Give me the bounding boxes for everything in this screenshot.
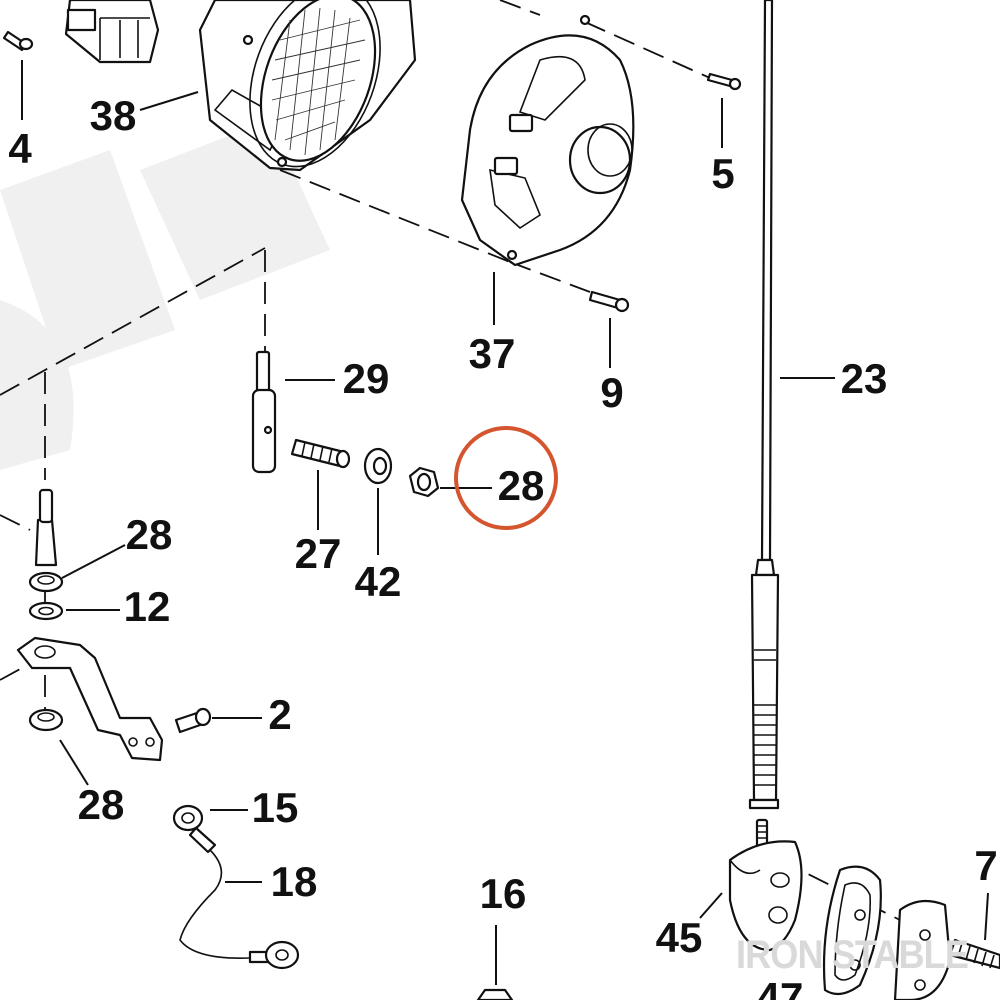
callout-37: 37 bbox=[469, 330, 516, 377]
part-gasket-47 bbox=[822, 865, 882, 996]
part-screw-2 bbox=[174, 707, 212, 734]
callout-29: 29 bbox=[343, 355, 390, 402]
callout-45: 45 bbox=[656, 914, 703, 961]
part-antenna-base-45 bbox=[728, 818, 803, 952]
part-nut-28-bottom bbox=[28, 708, 64, 732]
part-back-plate-37 bbox=[460, 14, 635, 267]
part-washer-42 bbox=[363, 447, 393, 485]
watermark-text: IRON STABLE bbox=[736, 933, 968, 977]
callout-18: 18 bbox=[271, 858, 318, 905]
part-nut-28-left bbox=[28, 571, 64, 593]
callout-2: 2 bbox=[268, 691, 291, 738]
highlight-circle bbox=[454, 426, 558, 530]
callout-5: 5 bbox=[711, 150, 734, 197]
callout-47: 47 bbox=[757, 974, 804, 1000]
part-stud-29 bbox=[251, 350, 277, 474]
background-watermark-shapes bbox=[0, 120, 330, 470]
callout-7: 7 bbox=[974, 842, 997, 889]
callout-15: 15 bbox=[252, 784, 299, 831]
callout-16: 16 bbox=[480, 870, 527, 917]
callout-28-highlighted: 28 bbox=[498, 462, 545, 509]
callout-28-left: 28 bbox=[126, 511, 173, 558]
part-speaker-housing-38 bbox=[198, 0, 417, 172]
part-stud-left bbox=[34, 488, 58, 567]
part-screw-5 bbox=[706, 72, 742, 91]
part-antenna-mast-23 bbox=[748, 0, 780, 810]
leader-lines bbox=[21, 60, 989, 985]
part-bolt-7 bbox=[948, 938, 1000, 970]
part-connector bbox=[64, 0, 160, 64]
part-bracket bbox=[16, 636, 164, 762]
part-ground-strap bbox=[172, 804, 300, 970]
callout-12: 12 bbox=[124, 583, 171, 630]
callout-4: 4 bbox=[8, 125, 32, 172]
callout-labels: 4 38 5 37 9 29 23 27 42 28 28 12 2 28 15… bbox=[8, 92, 997, 1000]
part-threaded-stud-27 bbox=[290, 438, 351, 469]
part-16 bbox=[476, 988, 514, 1000]
part-screw-4 bbox=[2, 30, 34, 52]
callout-38: 38 bbox=[90, 92, 137, 139]
part-screw-9 bbox=[588, 290, 630, 313]
callout-27: 27 bbox=[295, 530, 342, 577]
callout-23: 23 bbox=[841, 355, 888, 402]
part-lock-washer-12 bbox=[28, 601, 64, 621]
callout-42: 42 bbox=[355, 558, 402, 605]
callout-9: 9 bbox=[600, 369, 623, 416]
part-nut-28-highlighted bbox=[408, 466, 440, 498]
callout-28-bottom: 28 bbox=[78, 781, 125, 828]
